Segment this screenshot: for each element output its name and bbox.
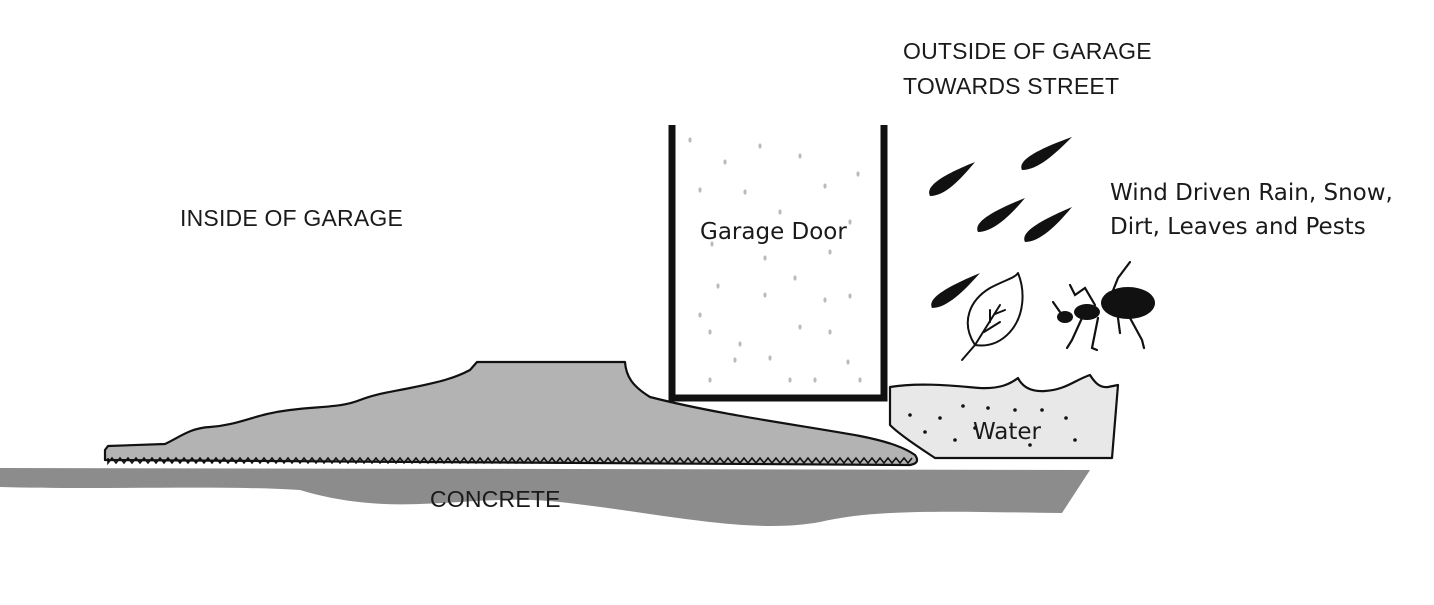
rain-drop-icon: [931, 273, 980, 308]
door-dot: [823, 183, 827, 189]
door-dot: [708, 377, 712, 383]
door-dot: [856, 171, 860, 177]
door-dot: [768, 355, 772, 361]
door-dot: [828, 329, 832, 335]
door-dot: [798, 324, 802, 330]
water-puddle: [888, 373, 1120, 460]
door-dot: [823, 297, 827, 303]
seal-serration: [107, 456, 913, 466]
garage-door-label: Garage Door: [700, 219, 847, 245]
water-specks: [908, 404, 1077, 447]
concrete-slab: [0, 468, 1090, 526]
door-dot: [846, 359, 850, 365]
garage-door: [668, 125, 888, 402]
door-dot: [738, 341, 742, 347]
door-dot: [708, 329, 712, 335]
inside-label: INSIDE OF GARAGE: [180, 205, 404, 231]
elements-label-line2: Dirt, Leaves and Pests: [1110, 214, 1366, 240]
rain-drop-icon: [1021, 137, 1072, 170]
door-dot: [813, 377, 817, 383]
door-dot: [723, 159, 727, 165]
threshold-seal: [103, 360, 919, 467]
door-dot: [716, 283, 720, 289]
door-texture-dots: [688, 137, 862, 383]
outside-label-line2: TOWARDS STREET: [903, 73, 1120, 99]
ant-icon: [1051, 260, 1155, 352]
door-dot: [828, 249, 832, 255]
door-dot: [858, 377, 862, 383]
rain-drop-icon: [977, 198, 1025, 232]
door-dot: [698, 312, 702, 318]
door-dot: [763, 292, 767, 298]
door-dot: [733, 357, 737, 363]
door-dot: [788, 377, 792, 383]
water-label: Water: [973, 419, 1041, 445]
door-dot: [688, 137, 692, 143]
door-dot: [758, 143, 762, 149]
rain-drop-icon: [1024, 207, 1072, 242]
elements-label-line1: Wind Driven Rain, Snow,: [1110, 180, 1393, 206]
rain-drop-icon: [929, 162, 975, 196]
door-dot: [793, 275, 797, 281]
door-dot: [710, 241, 714, 247]
leaf-icon: [961, 272, 1024, 361]
door-dot: [743, 189, 747, 195]
door-dot: [848, 293, 852, 299]
rain-drops: [929, 137, 1072, 308]
door-dot: [778, 209, 782, 215]
door-dot: [763, 255, 767, 261]
outside-label-line1: OUTSIDE OF GARAGE: [903, 38, 1152, 64]
door-dot: [848, 219, 852, 225]
concrete-label: CONCRETE: [430, 486, 561, 512]
door-dot: [798, 153, 802, 159]
door-dot: [698, 187, 702, 193]
